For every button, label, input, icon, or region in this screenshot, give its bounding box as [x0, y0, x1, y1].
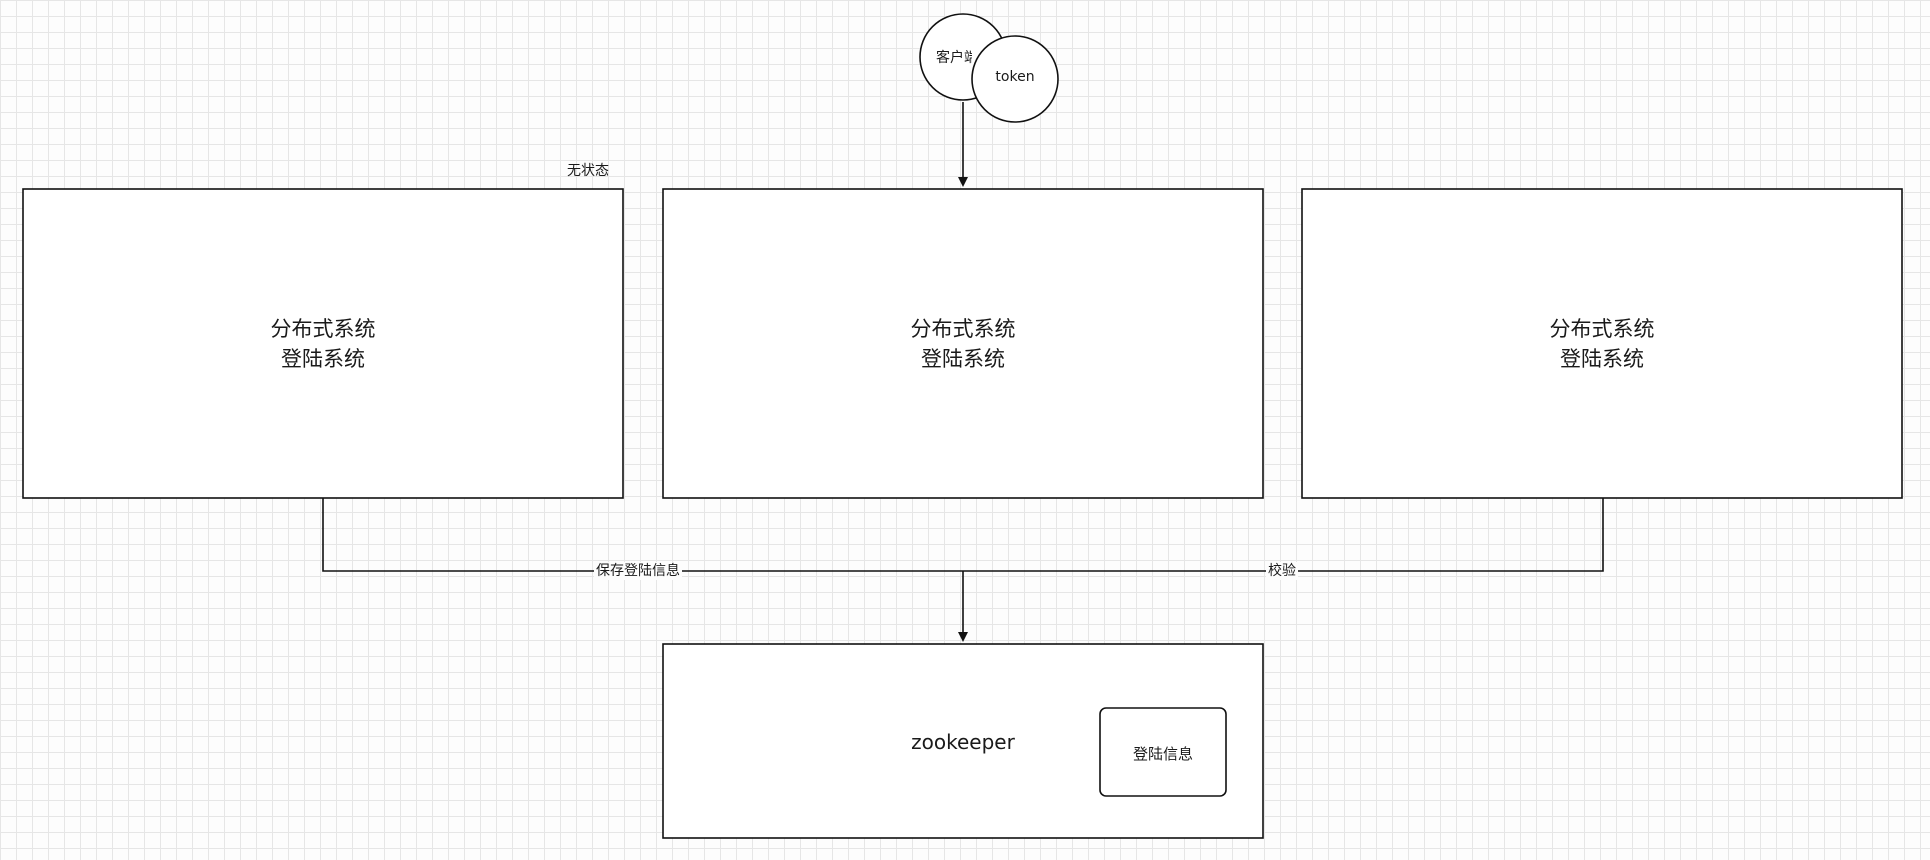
connector-right-to-zookeeper: [963, 498, 1604, 572]
system-center-line1: 分布式系统: [910, 317, 1016, 341]
login-info-box[interactable]: [1099, 707, 1227, 797]
token-label: token: [995, 69, 1035, 85]
system-right-label: 分布式系统 登陆系统: [1302, 314, 1902, 374]
login-info-label: 登陆信息: [1132, 745, 1193, 763]
edge-label-save-login-info: 保存登陆信息: [594, 562, 682, 580]
system-center-line2: 登陆系统: [921, 347, 1005, 371]
stateless-note: 无状态: [567, 163, 609, 179]
system-left-line2: 登陆系统: [281, 347, 365, 371]
token-circle[interactable]: [971, 35, 1059, 123]
system-left-label: 分布式系统 登陆系统: [23, 314, 623, 374]
system-center-label: 分布式系统 登陆系统: [663, 314, 1263, 374]
system-box-left[interactable]: [22, 188, 624, 499]
connector-left-to-zookeeper: [322, 498, 963, 572]
system-right-line1: 分布式系统: [1549, 317, 1655, 341]
zookeeper-label: zookeeper: [911, 730, 1015, 754]
edge-label-verify: 校验: [1266, 562, 1298, 580]
system-box-center[interactable]: [662, 188, 1264, 499]
client-label: 客户端: [936, 50, 972, 66]
system-left-line1: 分布式系统: [270, 317, 376, 341]
system-box-right[interactable]: [1301, 188, 1903, 499]
system-right-line2: 登陆系统: [1560, 347, 1644, 371]
